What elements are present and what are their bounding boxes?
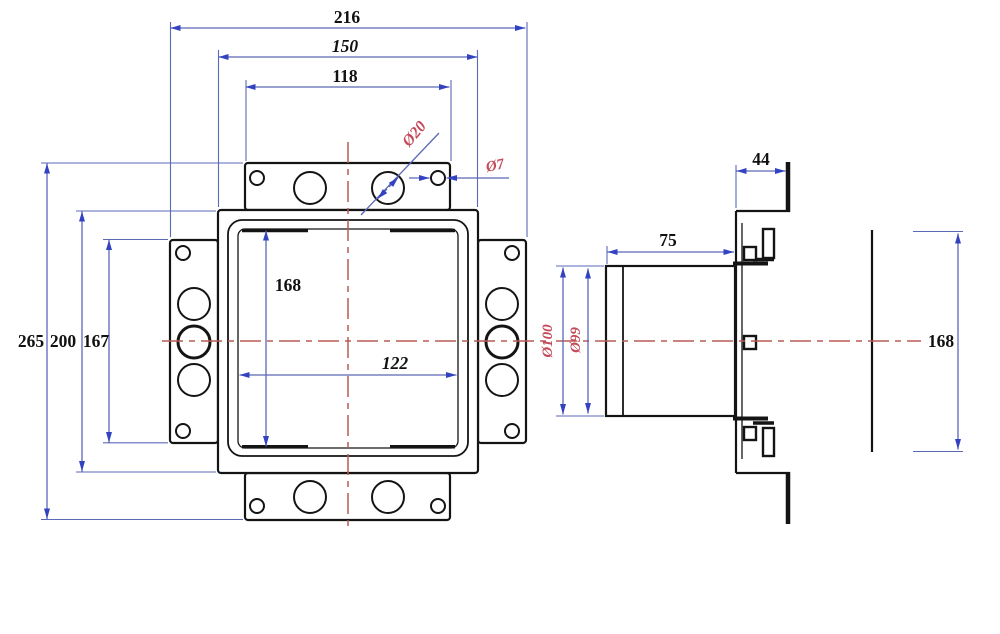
right-flange-small-hole-bottom	[504, 423, 520, 439]
top-clip-small-tab	[742, 245, 758, 262]
top-flange-large-hole-left	[293, 171, 327, 205]
dim-label-167: 167	[83, 331, 110, 351]
front-view	[162, 142, 551, 531]
middle-clip-tab	[742, 334, 758, 351]
right-flange-large-hole-top	[485, 287, 519, 321]
dim-label-265: 265	[18, 331, 45, 351]
leader-line-dia20	[360, 132, 440, 216]
leader-arrow-dia20-upper	[388, 176, 399, 188]
leader-arrow-dia20-lower	[377, 188, 388, 200]
dim-label-216: 216	[334, 7, 361, 27]
dim-label-inner-168: 168	[275, 275, 302, 295]
dim-label-150: 150	[332, 36, 359, 56]
left-flange-large-hole-bottom	[177, 363, 211, 397]
dim-label-200: 200	[50, 331, 77, 351]
dim-label-dia100: Ø100	[540, 324, 556, 359]
side-view	[556, 162, 921, 524]
dim-label-44: 44	[752, 149, 770, 169]
top-flange-small-hole-left	[249, 170, 265, 186]
bottom-flange-small-hole-right	[430, 498, 446, 514]
left-flange-small-hole-bottom	[175, 423, 191, 439]
dim-label-dia7: Ø7	[484, 156, 507, 176]
left-flange-large-hole-middle	[176, 324, 212, 360]
bottom-flange-small-hole-left	[249, 498, 265, 514]
dim-label-right-168: 168	[928, 331, 955, 351]
top-clip-hook	[761, 227, 776, 260]
dim-label-118: 118	[332, 66, 358, 86]
dim-label-122: 122	[382, 353, 409, 373]
left-flange-large-hole-top	[177, 287, 211, 321]
bottom-flange-large-hole-left	[293, 480, 327, 514]
side-view-dimensions: 75 44 Ø100 Ø99 168	[540, 149, 963, 453]
bottom-clip-hook	[761, 426, 776, 458]
dim-label-dia20: Ø20	[399, 118, 430, 151]
right-flange-small-hole-top	[504, 245, 520, 261]
dim-label-dia99: Ø99	[568, 327, 584, 354]
left-flange-small-hole-top	[175, 245, 191, 261]
bottom-clip-small-tab	[742, 425, 758, 442]
right-flange-large-hole-bottom	[485, 363, 519, 397]
dim-label-75: 75	[659, 230, 677, 250]
bottom-flange-large-hole-right	[371, 480, 405, 514]
right-flange-large-hole-middle	[484, 324, 520, 360]
top-flange-small-hole-right	[430, 170, 446, 186]
front-view-dimensions: 216 150 118 265 200 167 168 122	[18, 7, 528, 521]
